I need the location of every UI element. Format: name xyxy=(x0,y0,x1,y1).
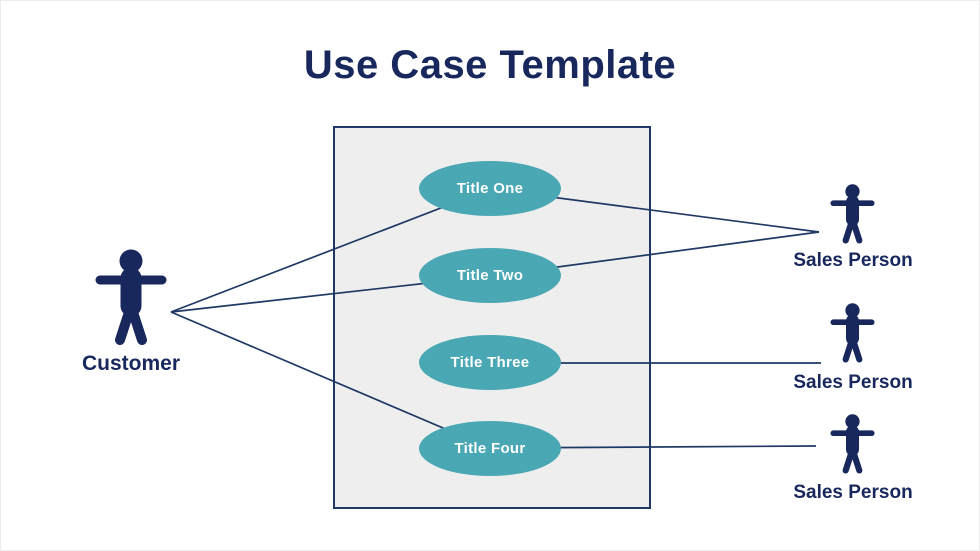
sales-person-label-3: Sales Person xyxy=(793,482,913,503)
sales-person-actor-2 xyxy=(830,303,875,365)
customer-actor xyxy=(95,249,167,349)
use-case-ellipse-3: Title Three xyxy=(419,335,561,390)
use-case-ellipse-1: Title One xyxy=(419,161,561,216)
use-case-label-4: Title Four xyxy=(454,440,526,457)
sales-person-actor-3 xyxy=(830,414,875,476)
person-icon xyxy=(95,249,167,345)
page-title: Use Case Template xyxy=(303,43,677,87)
use-case-ellipse-4: Title Four xyxy=(419,421,561,476)
sales-person-label-1: Sales Person xyxy=(793,250,913,271)
sales-person-actor-1 xyxy=(830,184,875,246)
sales-person-label-2: Sales Person xyxy=(793,372,913,393)
use-case-label-2: Title Two xyxy=(456,267,524,284)
use-case-label-3: Title Three xyxy=(450,354,530,371)
person-icon xyxy=(830,303,875,363)
person-icon xyxy=(830,414,875,474)
use-case-label-1: Title One xyxy=(456,180,524,197)
customer-label: Customer xyxy=(81,352,181,375)
use-case-ellipse-2: Title Two xyxy=(419,248,561,303)
person-icon xyxy=(830,184,875,244)
